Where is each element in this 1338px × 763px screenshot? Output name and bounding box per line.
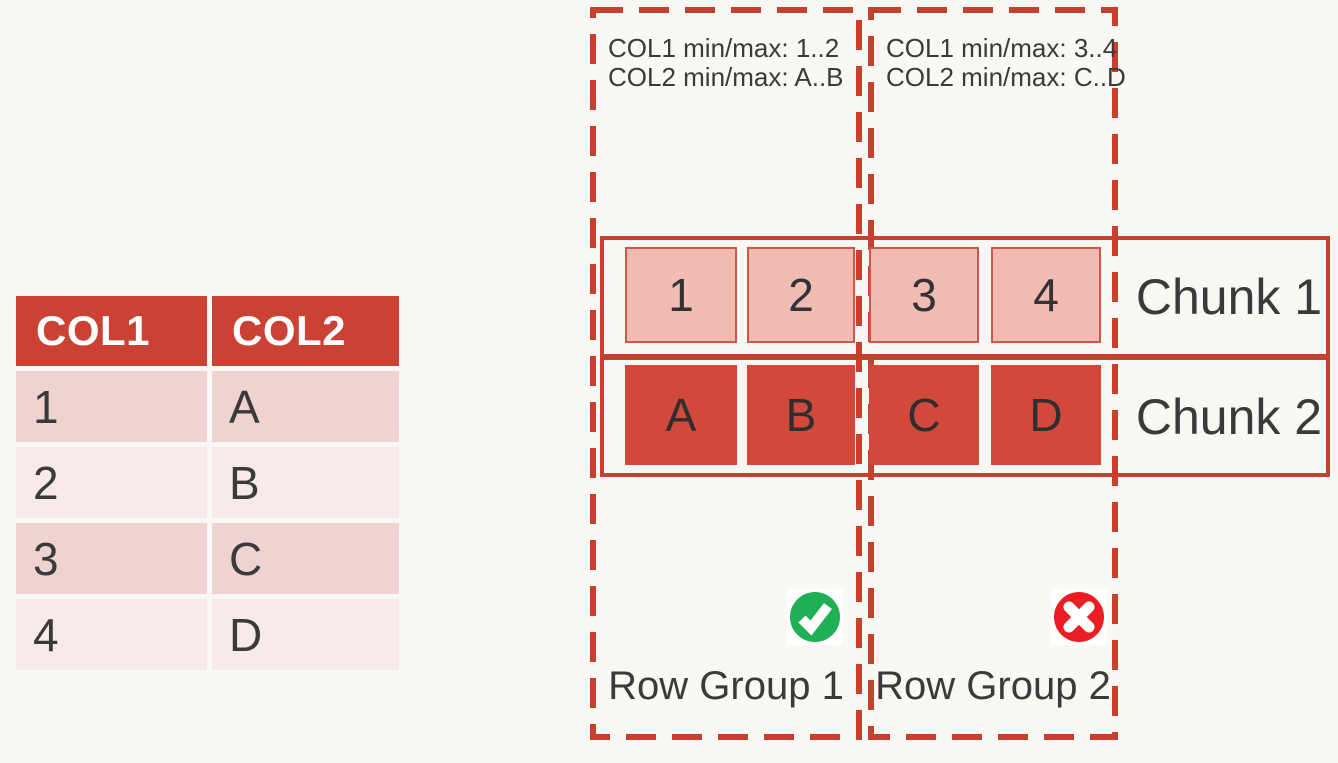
table-cell: C (212, 523, 399, 594)
source-table: COL1 COL2 1 A 2 B 3 C 4 D (16, 296, 399, 670)
chunk-cell: 3 (869, 247, 979, 343)
table-cell: 2 (16, 447, 207, 518)
chunk-cell: A (625, 365, 737, 465)
row-group-2-label: Row Group 2 (875, 664, 1111, 708)
table-cell: B (212, 447, 399, 518)
chunk-2-box (600, 356, 1330, 477)
chunk-cell: 1 (625, 247, 737, 343)
table-cell: 3 (16, 523, 207, 594)
chunk-cell: D (991, 365, 1101, 465)
table-header-col2: COL2 (212, 296, 399, 366)
row-group-1-stats: COL1 min/max: 1..2 COL2 min/max: A..B (608, 34, 844, 92)
row-group-2-stats: COL1 min/max: 3..4 COL2 min/max: C..D (886, 34, 1126, 92)
stat-line: COL1 min/max: 1..2 (608, 33, 840, 63)
chunk-cell: 2 (747, 247, 855, 343)
table-cell: A (212, 371, 399, 442)
chunk-cell: C (869, 365, 979, 465)
chunk-cell: 4 (991, 247, 1101, 343)
table-cell: 4 (16, 599, 207, 670)
stat-line: COL1 min/max: 3..4 (886, 33, 1118, 63)
chunk-2-label: Chunk 2 (1135, 389, 1323, 445)
stat-line: COL2 min/max: C..D (886, 62, 1126, 92)
chunk-cell: B (747, 365, 855, 465)
table-cell: D (212, 599, 399, 670)
table-cell: 1 (16, 371, 207, 442)
row-group-1-dashed-border (590, 7, 862, 740)
table-header-col1: COL1 (16, 296, 207, 366)
check-circle-icon (787, 589, 843, 645)
stat-line: COL2 min/max: A..B (608, 62, 844, 92)
x-circle-icon (1051, 589, 1107, 645)
chunk-1-label: Chunk 1 (1135, 269, 1323, 325)
row-group-1-label: Row Group 1 (608, 664, 844, 708)
